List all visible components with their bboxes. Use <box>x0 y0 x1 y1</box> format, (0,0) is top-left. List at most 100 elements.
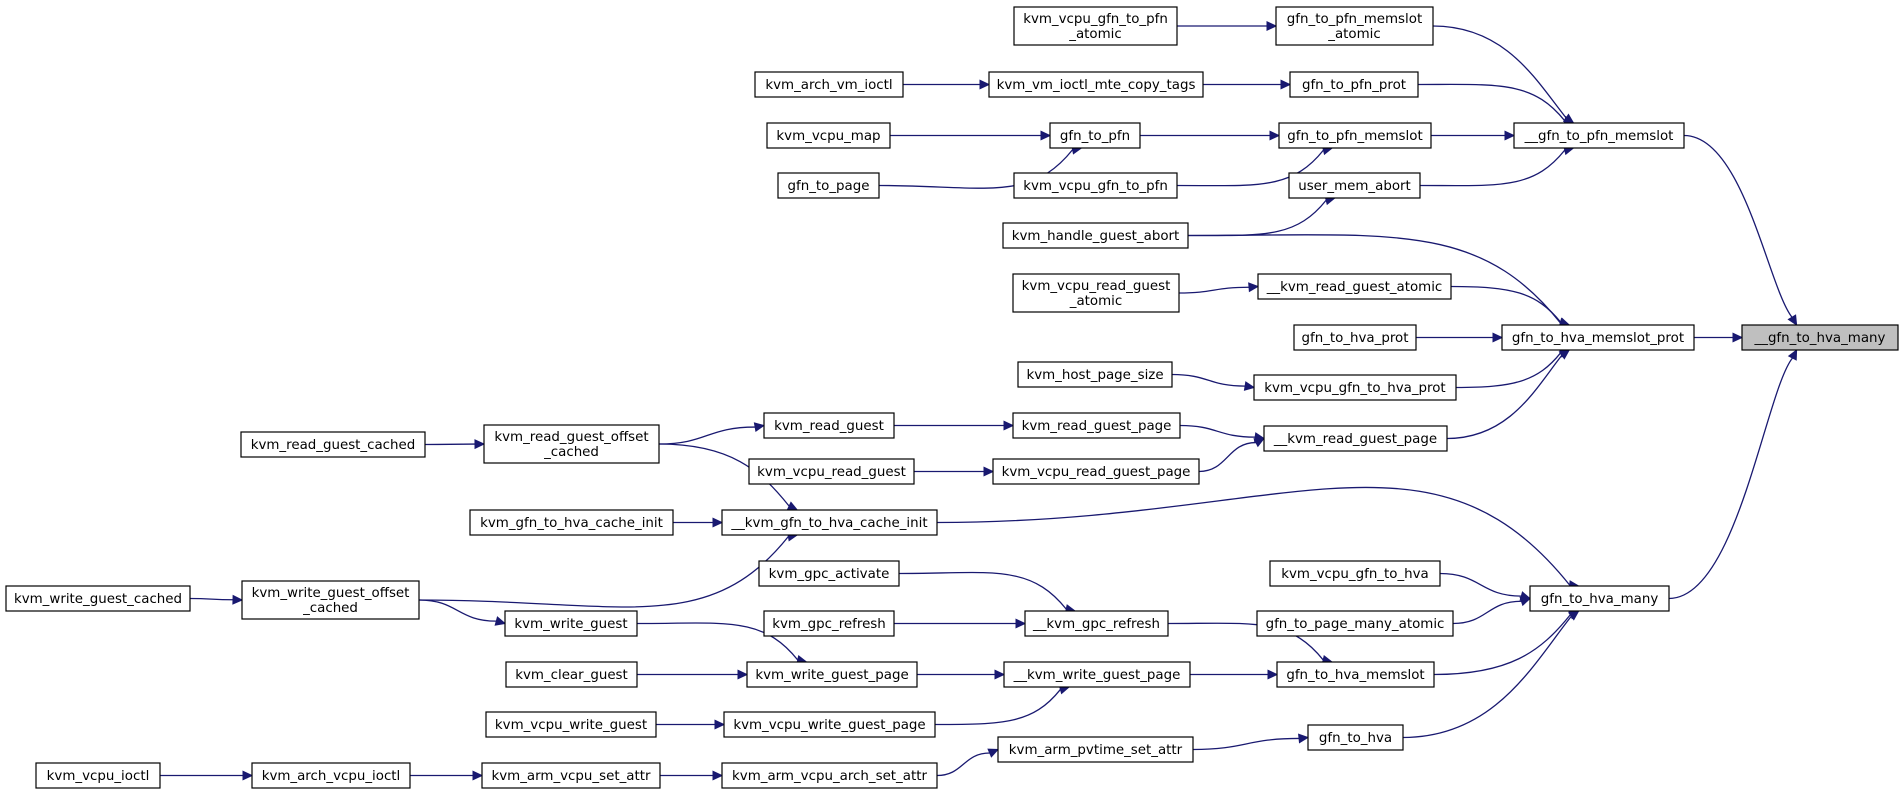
edge-arrowhead <box>1492 332 1504 343</box>
node-kvm-write-guest-page[interactable]: __kvm_write_guest_page <box>1003 661 1191 688</box>
node-gfn-to-hva[interactable]: gfn_to_hva <box>1307 724 1404 751</box>
edge-gfn-to-hva-prot-to-gfn-to-hva-memslot-prot <box>1415 332 1504 343</box>
node-kvm-host-page-size[interactable]: kvm_host_page_size <box>1017 361 1173 388</box>
node-user-mem-abort[interactable]: user_mem_abort <box>1288 172 1421 199</box>
edge-arrowhead <box>1298 733 1310 744</box>
node-label: gfn_to_pfn_memslot <box>1287 12 1422 27</box>
node-kvm-gfn-to-hva-cache-init[interactable]: __kvm_gfn_to_hva_cache_init <box>721 509 938 536</box>
edge-kvm-clear-guest-to-kvm-write-guest-page <box>637 669 749 680</box>
node-kvm-vcpu-gfn-to-hva-prot[interactable]: kvm_vcpu_gfn_to_hva_prot <box>1253 374 1457 401</box>
node-kvm-vcpu-read-guest-atomic[interactable]: kvm_vcpu_read_guest_atomic <box>1012 273 1180 313</box>
edge-kvm-host-page-size-to-kvm-vcpu-gfn-to-hva-prot <box>1171 373 1256 391</box>
node-gfn-to-page-many-atomic[interactable]: gfn_to_page_many_atomic <box>1256 610 1454 637</box>
node-kvm-read-guest-page[interactable]: kvm_read_guest_page <box>1012 412 1181 439</box>
node-gfn-to-pfn-memslot[interactable]: __gfn_to_pfn_memslot <box>1513 122 1685 149</box>
node-kvm-write-guest-offset-cached[interactable]: kvm_write_guest_offset_cached <box>241 580 420 620</box>
node-gfn-to-pfn[interactable]: gfn_to_pfn <box>1049 122 1141 149</box>
node-kvm-read-guest-offset-cached[interactable]: kvm_read_guest_offset_cached <box>483 424 660 464</box>
node-kvm-vcpu-read-guest-page[interactable]: kvm_vcpu_read_guest_page <box>992 458 1200 485</box>
node-label: __kvm_gfn_to_hva_cache_init <box>730 516 927 531</box>
edge-gfn-to-pfn-to-gfn-to-pfn-memslot <box>1140 130 1281 141</box>
node-gfn-to-hva-memslot-prot[interactable]: gfn_to_hva_memslot_prot <box>1501 324 1695 351</box>
node-kvm-read-guest-page[interactable]: __kvm_read_guest_page <box>1263 425 1448 452</box>
node-gfn-to-pfn-memslot-atomic[interactable]: gfn_to_pfn_memslot_atomic <box>1275 6 1434 46</box>
edge-line <box>1179 424 1256 438</box>
node-kvm-clear-guest[interactable]: kvm_clear_guest <box>505 661 638 688</box>
node-label: kvm_handle_guest_abort <box>1012 229 1180 244</box>
node-kvm-arm-vcpu-arch-set-attr[interactable]: kvm_arm_vcpu_arch_set_attr <box>721 762 938 789</box>
edge-line <box>658 443 790 507</box>
node-gfn-to-pfn-memslot[interactable]: gfn_to_pfn_memslot <box>1278 122 1432 149</box>
node-kvm-gfn-to-hva-cache-init[interactable]: kvm_gfn_to_hva_cache_init <box>469 509 674 536</box>
node-kvm-vcpu-read-guest[interactable]: kvm_vcpu_read_guest <box>748 458 915 485</box>
node-gfn-to-page[interactable]: gfn_to_page <box>777 172 880 199</box>
node-kvm-arm-pvtime-set-attr[interactable]: kvm_arm_pvtime_set_attr <box>997 736 1194 763</box>
node-box <box>1741 324 1899 351</box>
edge-kvm-vcpu-ioctl-to-kvm-arch-vcpu-ioctl <box>160 770 254 781</box>
node-kvm-write-guest[interactable]: kvm_write_guest <box>504 610 638 637</box>
node-label: gfn_to_hva_memslot <box>1286 668 1424 683</box>
node-box <box>241 580 420 620</box>
node-box <box>1529 585 1670 612</box>
node-box <box>763 412 895 439</box>
edge-kvm-vcpu-read-guest-page-to-kvm-read-guest-page <box>1198 437 1266 473</box>
node-label: gfn_to_hva <box>1319 731 1392 746</box>
node-box <box>485 711 657 738</box>
node-kvm-write-guest-page[interactable]: kvm_write_guest_page <box>746 661 918 688</box>
node-kvm-vcpu-write-guest-page[interactable]: kvm_vcpu_write_guest_page <box>723 711 936 738</box>
node-box <box>1003 661 1191 688</box>
node-kvm-handle-guest-abort[interactable]: kvm_handle_guest_abort <box>1002 222 1189 249</box>
edge-arrowhead <box>232 594 244 605</box>
node-label: kvm_clear_guest <box>515 668 628 683</box>
node-kvm-read-guest-cached[interactable]: kvm_read_guest_cached <box>240 431 426 458</box>
node-kvm-vcpu-write-guest[interactable]: kvm_vcpu_write_guest <box>485 711 657 738</box>
node-label: _atomic <box>1327 27 1380 42</box>
node-label: kvm_write_guest_cached <box>14 592 182 607</box>
node-kvm-vcpu-gfn-to-hva[interactable]: kvm_vcpu_gfn_to_hva <box>1269 560 1441 587</box>
edge-kvm-vcpu-gfn-to-pfn-atomic-to-gfn-to-pfn-memslot-atomic <box>1177 21 1278 31</box>
edge-kvm-arm-vcpu-arch-set-attr-to-kvm-arm-pvtime-set-attr <box>936 748 1000 777</box>
node-kvm-arm-vcpu-set-attr[interactable]: kvm_arm_vcpu_set_attr <box>481 762 661 789</box>
edge-kvm-gpc-activate-to-kvm-gpc-refresh <box>898 571 1077 614</box>
node-kvm-read-guest-atomic[interactable]: __kvm_read_guest_atomic <box>1257 273 1452 300</box>
nodes-layer: __gfn_to_hva_many__gfn_to_pfn_memslotgfn… <box>5 6 1899 789</box>
node-label: kvm_vcpu_read_guest <box>1022 279 1171 294</box>
node-gfn-to-hva-many[interactable]: gfn_to_hva_many <box>1529 585 1670 612</box>
node-label: kvm_vm_ioctl_mte_copy_tags <box>997 78 1196 93</box>
node-kvm-gpc-refresh[interactable]: kvm_gpc_refresh <box>763 610 895 637</box>
node-kvm-read-guest[interactable]: kvm_read_guest <box>763 412 895 439</box>
edge-arrowhead <box>979 79 991 90</box>
node-kvm-arch-vcpu-ioctl[interactable]: kvm_arch_vcpu_ioctl <box>251 762 411 789</box>
node-kvm-vcpu-gfn-to-pfn-atomic[interactable]: kvm_vcpu_gfn_to_pfn_atomic <box>1013 6 1178 46</box>
node-label: kvm_arm_vcpu_arch_set_attr <box>732 769 927 784</box>
node-gfn-to-hva-memslot[interactable]: gfn_to_hva_memslot <box>1276 661 1435 688</box>
edge-kvm-read-guest-offset-cached-to-kvm-read-guest <box>658 422 766 445</box>
node-kvm-vcpu-gfn-to-pfn[interactable]: kvm_vcpu_gfn_to_pfn <box>1013 172 1178 199</box>
edge-kvm-gpc-refresh-to-kvm-gpc-refresh <box>894 618 1027 629</box>
node-box <box>766 122 891 149</box>
node-box <box>988 71 1204 98</box>
node-gfn-to-pfn-prot[interactable]: gfn_to_pfn_prot <box>1289 71 1419 98</box>
node-label: kvm_read_guest_cached <box>251 438 416 453</box>
node-kvm-vcpu-map[interactable]: kvm_vcpu_map <box>766 122 891 149</box>
edge-kvm-read-guest-to-kvm-read-guest-page <box>894 420 1015 431</box>
node-label: kvm_read_guest_page <box>1022 419 1172 434</box>
node-kvm-vcpu-ioctl[interactable]: kvm_vcpu_ioctl <box>35 762 161 789</box>
node-label: kvm_host_page_size <box>1026 368 1163 383</box>
edge-line <box>1419 149 1566 187</box>
node-kvm-gpc-activate[interactable]: kvm_gpc_activate <box>758 560 900 587</box>
node-label: kvm_arch_vm_ioctl <box>765 78 892 93</box>
node-gfn-to-hva-many[interactable]: __gfn_to_hva_many <box>1741 324 1899 351</box>
node-kvm-arch-vm-ioctl[interactable]: kvm_arch_vm_ioctl <box>754 71 904 98</box>
node-label: __kvm_write_guest_page <box>1013 668 1181 683</box>
node-kvm-vm-ioctl-mte-copy-tags[interactable]: kvm_vm_ioctl_mte_copy_tags <box>988 71 1204 98</box>
edge-arrowhead <box>987 748 1000 758</box>
node-kvm-gpc-refresh[interactable]: __kvm_gpc_refresh <box>1024 610 1169 637</box>
node-kvm-write-guest-cached[interactable]: kvm_write_guest_cached <box>5 585 191 612</box>
edge-kvm-read-guest-cached-to-kvm-read-guest-offset-cached <box>424 439 486 450</box>
node-label: kvm_arch_vcpu_ioctl <box>262 769 401 784</box>
node-gfn-to-hva-prot[interactable]: gfn_to_hva_prot <box>1293 324 1417 351</box>
edge-arrowhead <box>1040 130 1052 141</box>
edge-kvm-handle-guest-abort-to-user-mem-abort <box>1187 195 1336 237</box>
